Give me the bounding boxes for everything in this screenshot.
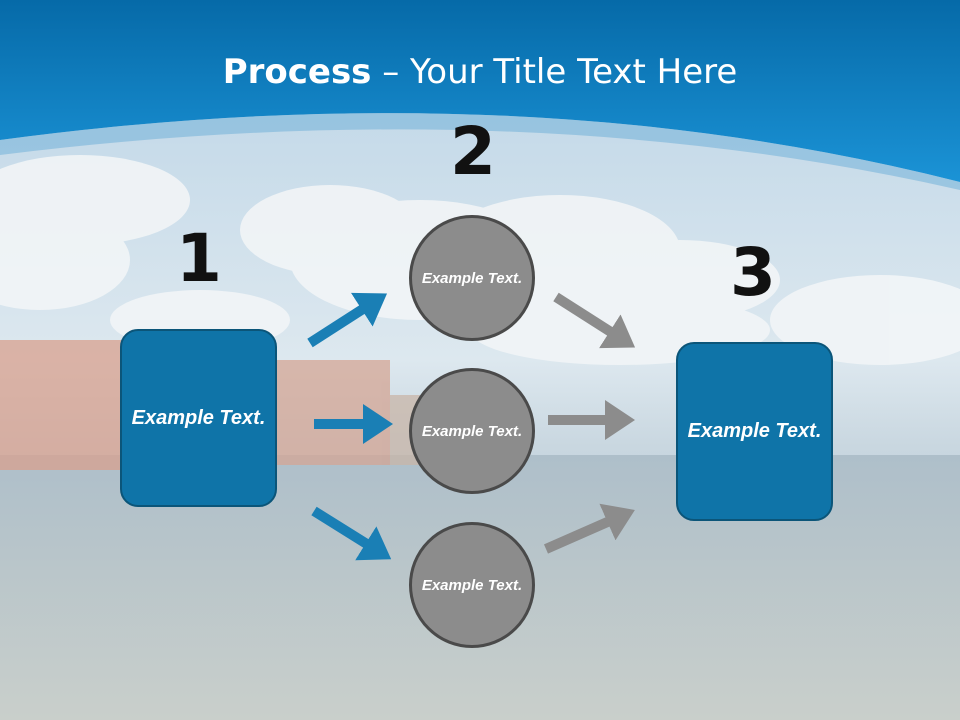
arrow-left-to-bottom	[311, 506, 392, 561]
step-2-circle-middle: Example Text.	[409, 368, 535, 494]
arrow-top-to-right	[553, 292, 636, 349]
step-2-circle-top: Example Text.	[409, 215, 535, 341]
circle-bottom-label: Example Text.	[421, 576, 523, 594]
step-number-1: 1	[176, 220, 222, 297]
arrow-left-to-top	[307, 292, 388, 348]
arrow-bottom-to-right	[543, 503, 635, 554]
step-number-3: 3	[730, 234, 776, 311]
step-3-box: Example Text.	[676, 342, 833, 521]
step-number-2: 2	[450, 113, 496, 190]
circle-middle-label: Example Text.	[421, 422, 523, 440]
slide-title: Process – Your Title Text Here	[222, 52, 738, 92]
circle-top-label: Example Text.	[421, 269, 523, 287]
step-2-circle-bottom: Example Text.	[409, 522, 535, 648]
step-1-box: Example Text.	[120, 329, 277, 507]
step-1-label: Example Text.	[131, 406, 266, 429]
step-3-label: Example Text.	[687, 420, 822, 442]
